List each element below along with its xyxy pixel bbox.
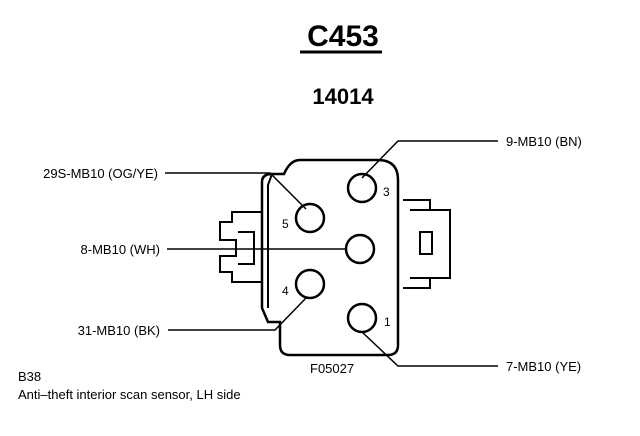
pin-number-1: 1 bbox=[384, 315, 391, 329]
pin-cavity-1 bbox=[346, 302, 378, 334]
leader-9-mb10 bbox=[361, 140, 498, 179]
pin-number-3: 3 bbox=[383, 185, 390, 199]
wire-label-7-mb10: 7-MB10 (YE) bbox=[506, 359, 581, 374]
leader-7-mb10 bbox=[361, 331, 498, 367]
leader-31-mb10 bbox=[168, 297, 307, 331]
part-number: 14014 bbox=[312, 84, 374, 109]
component-caption: B38 Anti–theft interior scan sensor, LH … bbox=[18, 368, 278, 404]
connector-body bbox=[260, 158, 400, 357]
pin-cavity-center bbox=[344, 233, 376, 265]
wire-label-31-mb10: 31-MB10 (BK) bbox=[78, 323, 160, 338]
wire-label-29s-mb10: 29S-MB10 (OG/YE) bbox=[43, 166, 158, 181]
figure-reference: F05027 bbox=[310, 361, 354, 376]
leader-29s-mb10 bbox=[165, 172, 307, 210]
pin-cavity-5 bbox=[294, 202, 326, 234]
connector-body-inner-edge bbox=[267, 173, 273, 308]
pin-cavity-4 bbox=[294, 268, 326, 300]
pin-number-5: 5 bbox=[282, 217, 289, 231]
pin-number-4: 4 bbox=[282, 284, 289, 298]
left-latch bbox=[219, 211, 265, 283]
right-latch bbox=[403, 199, 451, 289]
pin-cavity-3 bbox=[346, 172, 378, 204]
wire-label-9-mb10: 9-MB10 (BN) bbox=[506, 134, 582, 149]
component-code: B38 bbox=[18, 369, 42, 384]
leader-lines bbox=[165, 140, 498, 367]
connector-id: C453 bbox=[307, 20, 379, 53]
wire-label-8-mb10: 8-MB10 (WH) bbox=[81, 242, 160, 257]
component-description: Anti–theft interior scan sensor, LH side bbox=[18, 387, 241, 402]
